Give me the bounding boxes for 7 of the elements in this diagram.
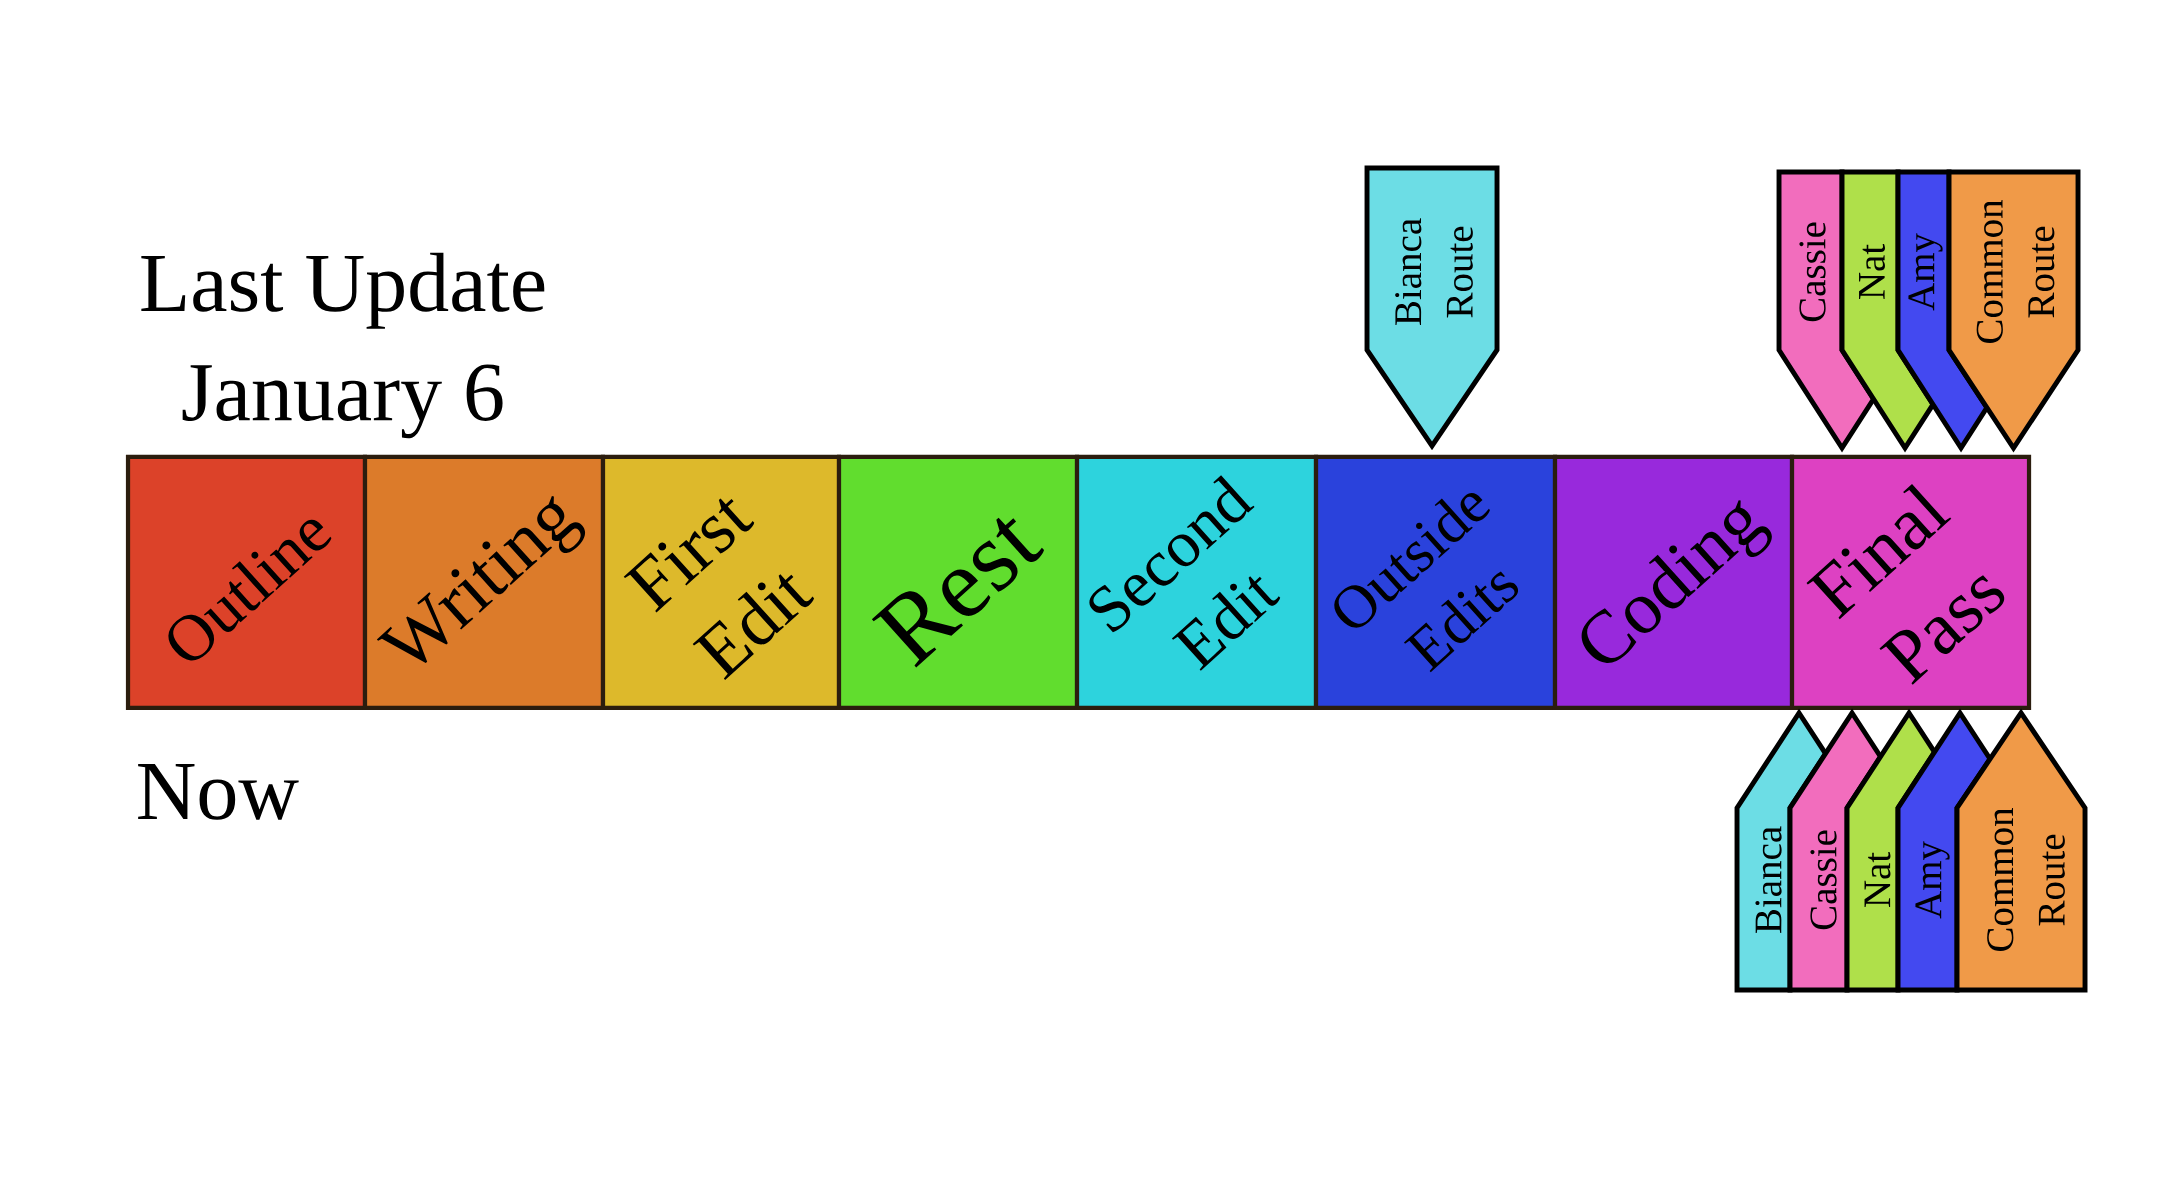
pointer-tag: Common Route (1954, 708, 2088, 993)
now-label: Now (138, 763, 299, 820)
pointer-tag: Bianca Route (1364, 165, 1500, 451)
update-label: Last Update January 6 (141, 252, 545, 439)
stage-cell: First Edit (600, 454, 842, 711)
pointer-tag: Common Route (1946, 169, 2081, 453)
stage-cell: Rest (836, 454, 1080, 711)
